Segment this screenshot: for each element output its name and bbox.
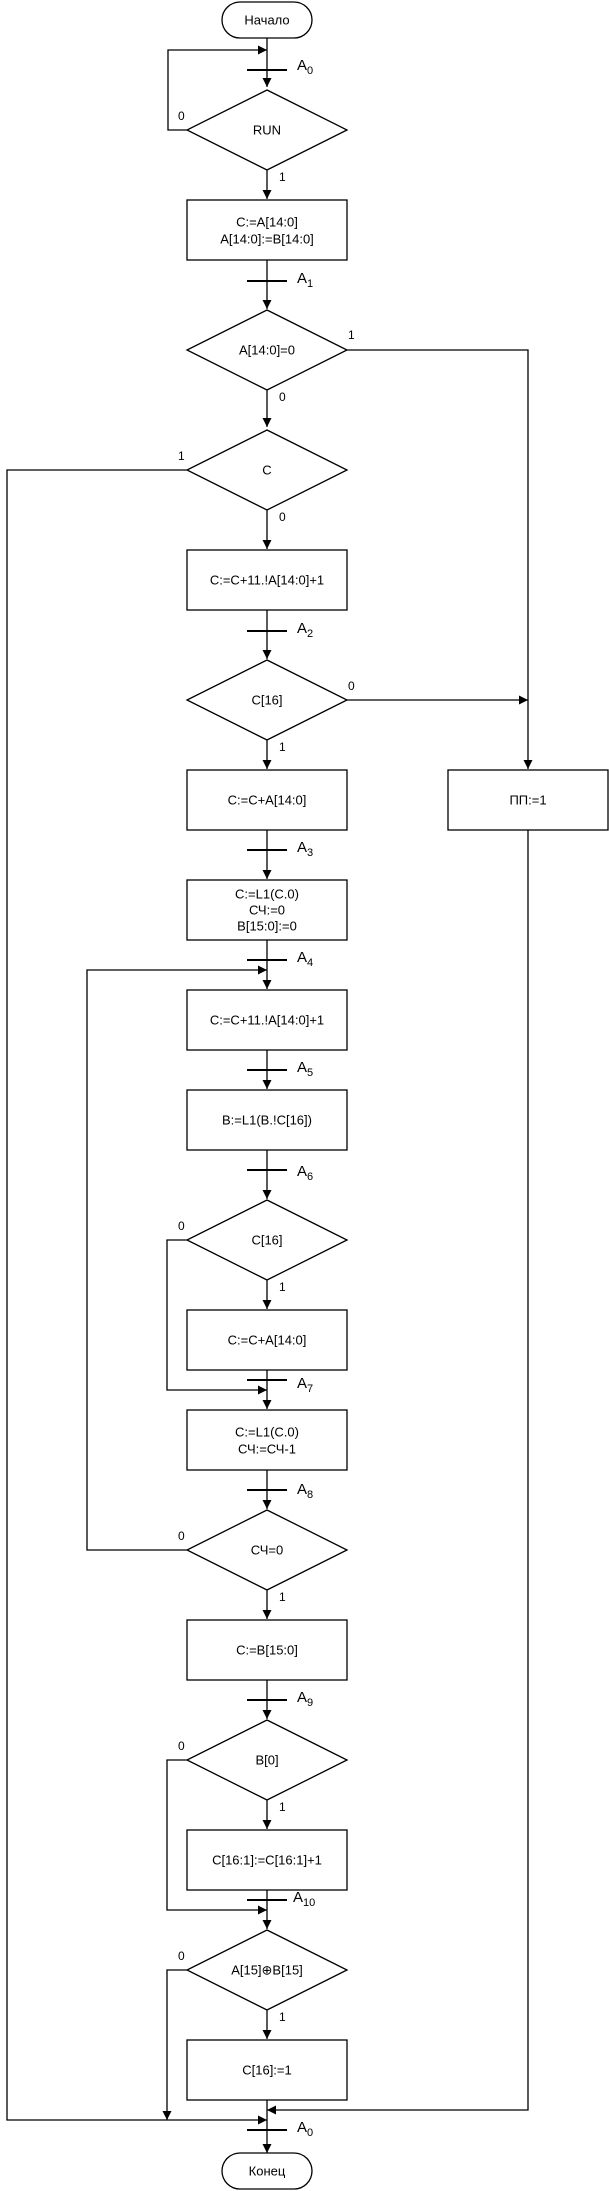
state-label: A8: [297, 1481, 313, 1501]
decision-label: C: [262, 463, 271, 478]
block-line: C:=B[15:0]: [236, 1643, 298, 1658]
branch-label: 0: [178, 1739, 185, 1753]
branch-label: 1: [279, 1800, 286, 1814]
block-line: СЧ:=0: [249, 903, 285, 918]
connectors: [6, 38, 533, 2153]
process-block-b11: C[16]:=1: [186, 2039, 348, 2101]
branch-labels: 0 1 1 0 1 0 0 1 0 1 0 1 0 1 0 1: [178, 109, 355, 2024]
block-line: C:=L1(C.0): [235, 887, 299, 902]
block-line: C:=C+A[14:0]: [228, 793, 307, 808]
terminal-end-label: Конец: [249, 2164, 286, 2179]
block-line: C:=C+11.!A[14:0]+1: [210, 573, 324, 588]
block-line: C[16:1]:=C[16:1]+1: [212, 1853, 322, 1868]
block-line: ПП:=1: [509, 793, 546, 808]
block-line: C:=A[14:0]: [236, 215, 298, 230]
block-line: A[14:0]:=B[14:0]: [220, 232, 314, 247]
branch-label: 0: [178, 1949, 185, 1963]
state-label: A3: [297, 839, 313, 859]
process-block-b9: C:=B[15:0]: [186, 1619, 348, 1681]
edge-d3-true-end: [6, 469, 267, 2125]
block-line: СЧ:=СЧ-1: [238, 1442, 296, 1457]
decision-c16-first: C[16]: [185, 659, 349, 741]
state-label: A10: [293, 1889, 315, 1909]
process-block-b4: C:=L1(C.0) СЧ:=0 B[15:0]:=0: [186, 879, 348, 941]
decision-c16-second: C[16]: [185, 1199, 349, 1281]
decision-label: A[15]⊕B[15]: [231, 1963, 303, 1978]
process-block-b2: C:=C+11.!A[14:0]+1: [186, 549, 348, 611]
terminal-start-label: Начало: [244, 13, 289, 28]
branch-label: 1: [348, 328, 355, 342]
branch-label: 0: [279, 510, 286, 524]
process-block-b3: C:=C+A[14:0]: [186, 769, 348, 831]
state-label: A7: [297, 1375, 313, 1395]
block-line: C:=C+11.!A[14:0]+1: [210, 1013, 324, 1028]
block-line: B:=L1(B.!C[16]): [222, 1113, 312, 1128]
state-label: A5: [297, 1059, 313, 1079]
process-block-b1: C:=A[14:0] A[14:0]:=B[14:0]: [186, 199, 348, 261]
terminal-end: Конец: [221, 2152, 313, 2190]
decision-label: СЧ=0: [251, 1543, 283, 1558]
process-block-pp: ПП:=1: [447, 769, 609, 831]
branch-label: 1: [279, 1590, 286, 1604]
state-label: A2: [297, 620, 313, 640]
state-label: A6: [297, 1163, 313, 1183]
edge-pp-end: [267, 830, 529, 2115]
edge-d5-false-merge: [166, 1239, 267, 1395]
block-line: B[15:0]:=0: [237, 919, 297, 934]
decision-counter-zero: СЧ=0: [185, 1509, 349, 1591]
process-block-b10: C[16:1]:=C[16:1]+1: [186, 1829, 348, 1891]
branch-label: 0: [348, 679, 355, 693]
state-label: A1: [297, 270, 313, 290]
decision-a-zero: A[14:0]=0: [185, 309, 349, 391]
decision-run: RUN: [185, 89, 349, 171]
branch-label: 0: [279, 390, 286, 404]
branch-label: 0: [178, 1529, 185, 1543]
decision-c: C: [185, 429, 349, 511]
state-label: A4: [297, 949, 313, 969]
edge-d8-false-down: [162, 1969, 187, 2120]
branch-label: 1: [279, 740, 286, 754]
state-markers: A0 A1 A2 A3 A4 A5 A6 A7 A8 A9 A10 A0: [247, 57, 315, 2139]
process-block-b7: C:=C+A[14:0]: [186, 1309, 348, 1371]
branch-label: 1: [178, 449, 185, 463]
block-line: C:=C+A[14:0]: [228, 1333, 307, 1348]
state-label: A0: [297, 57, 313, 77]
process-block-b6: B:=L1(B.!C[16]): [186, 1089, 348, 1151]
block-line: C[16]:=1: [242, 2063, 292, 2078]
branch-label: 1: [279, 1280, 286, 1294]
decision-b0: B[0]: [185, 1719, 349, 1801]
decision-label: B[0]: [255, 1753, 278, 1768]
branch-label: 0: [178, 109, 185, 123]
state-label: A0: [297, 2119, 313, 2139]
edge-d6-false-loop: [86, 965, 267, 1551]
process-block-b8: C:=L1(C.0) СЧ:=СЧ-1: [186, 1409, 348, 1471]
process-block-b5: C:=C+11.!A[14:0]+1: [186, 989, 348, 1051]
edge-d7-false-merge: [166, 1759, 267, 1915]
edge-d2-true-pp: [347, 349, 533, 769]
terminal-start: Начало: [221, 1, 313, 39]
branch-label: 1: [279, 2010, 286, 2024]
branch-label: 1: [279, 170, 286, 184]
state-label: A9: [297, 1689, 313, 1709]
decision-label: C[16]: [251, 1233, 282, 1248]
edge-d1-false-loop: [167, 45, 267, 131]
decision-label: RUN: [253, 123, 281, 138]
branch-label: 0: [178, 1219, 185, 1233]
decision-label: A[14:0]=0: [239, 343, 295, 358]
decision-label: C[16]: [251, 693, 282, 708]
decision-sign-xor: A[15]⊕B[15]: [185, 1929, 349, 2011]
block-line: C:=L1(C.0): [235, 1425, 299, 1440]
